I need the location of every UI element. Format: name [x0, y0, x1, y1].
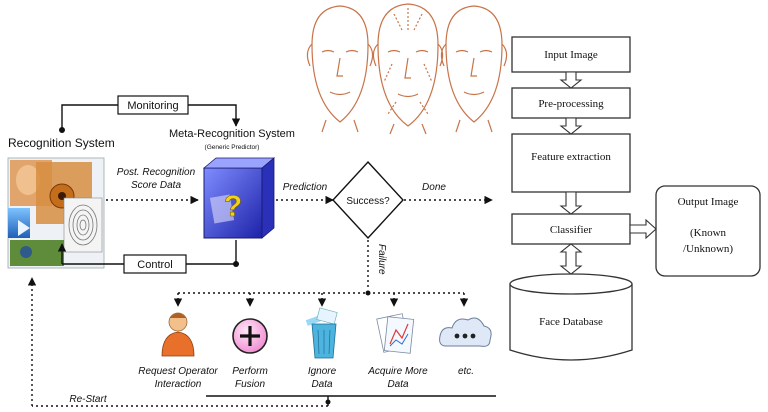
success-label: Success? — [346, 196, 390, 207]
control-label: Control — [137, 259, 172, 271]
recognition-collage-image — [7, 157, 105, 269]
operator-person-icon — [161, 312, 195, 357]
action-label-acquire-2: Data — [387, 379, 409, 390]
post-recognition-label-2: Score Data — [131, 180, 181, 191]
restart-label: Re-Start — [69, 394, 107, 405]
classifier-box — [511, 213, 631, 245]
action-label-ignore-1: Ignore — [308, 366, 337, 377]
chart-document-icon — [376, 313, 415, 354]
prediction-label: Prediction — [283, 182, 328, 193]
classifier-label: Classifier — [550, 224, 592, 236]
output-label-2: (Known — [690, 227, 727, 239]
down-arrow-3 — [559, 191, 583, 215]
success-decision-diamond — [332, 160, 404, 240]
face-sketch-right — [440, 5, 508, 133]
input-image-label: Input Image — [544, 49, 598, 61]
action-label-fusion-2: Fusion — [235, 379, 265, 390]
monitoring-loop: Monitoring — [59, 95, 241, 133]
monitoring-label: Monitoring — [127, 100, 178, 112]
face-sketch-left — [306, 5, 374, 133]
face-sketch-middle — [372, 3, 444, 135]
action-label-operator-2: Interaction — [155, 379, 202, 390]
meta-recognition-subtitle: (Generic Predictor) — [205, 144, 260, 151]
monitoring-box — [117, 95, 189, 115]
meta-recognition-title: Meta-Recognition System — [169, 128, 295, 140]
face-database-cylinder — [509, 273, 633, 361]
face-database-label: Face Database — [539, 316, 603, 328]
output-image-box — [655, 185, 761, 277]
output-label-1: Output Image — [678, 196, 739, 208]
post-recognition-label-1: Post. Recognition — [117, 167, 196, 178]
action-label-fusion-1: Perform — [232, 366, 268, 377]
done-label: Done — [422, 182, 446, 193]
action-label-etc: etc. — [458, 366, 474, 377]
feature-extraction-label: Feature extraction — [531, 151, 611, 163]
ellipsis-cloud-icon — [439, 317, 492, 347]
output-label-3: /Unknown) — [683, 243, 733, 255]
down-arrow-2 — [559, 117, 583, 135]
database-double-arrow — [559, 243, 583, 275]
question-mark-icon: ? — [224, 190, 242, 223]
plus-circle-icon — [232, 318, 268, 354]
fingerprint-icon — [63, 197, 103, 253]
action-label-acquire-1: Acquire More — [367, 366, 428, 377]
action-label-ignore-2: Data — [311, 379, 333, 390]
down-arrow-1 — [559, 71, 583, 89]
feature-extraction-box — [511, 133, 631, 193]
control-loop: Control — [57, 240, 239, 274]
control-box — [123, 254, 187, 274]
restart-loop: Re-Start — [27, 277, 496, 407]
input-image-box — [511, 36, 631, 73]
action-label-operator-1: Request Operator — [138, 366, 218, 377]
preprocessing-box — [511, 87, 631, 119]
output-arrow — [629, 218, 657, 240]
meta-recognition-cube: ? — [202, 157, 276, 239]
face-sketches — [306, 3, 508, 135]
flow-arrows — [559, 71, 657, 275]
scene-photo-icon — [10, 240, 64, 266]
recognition-system-label: Recognition System — [8, 136, 115, 150]
failure-label: Failure — [376, 244, 387, 275]
action-branch-arrows — [173, 293, 469, 307]
trash-can-icon — [305, 307, 338, 359]
preprocessing-label: Pre-processing — [538, 98, 604, 110]
